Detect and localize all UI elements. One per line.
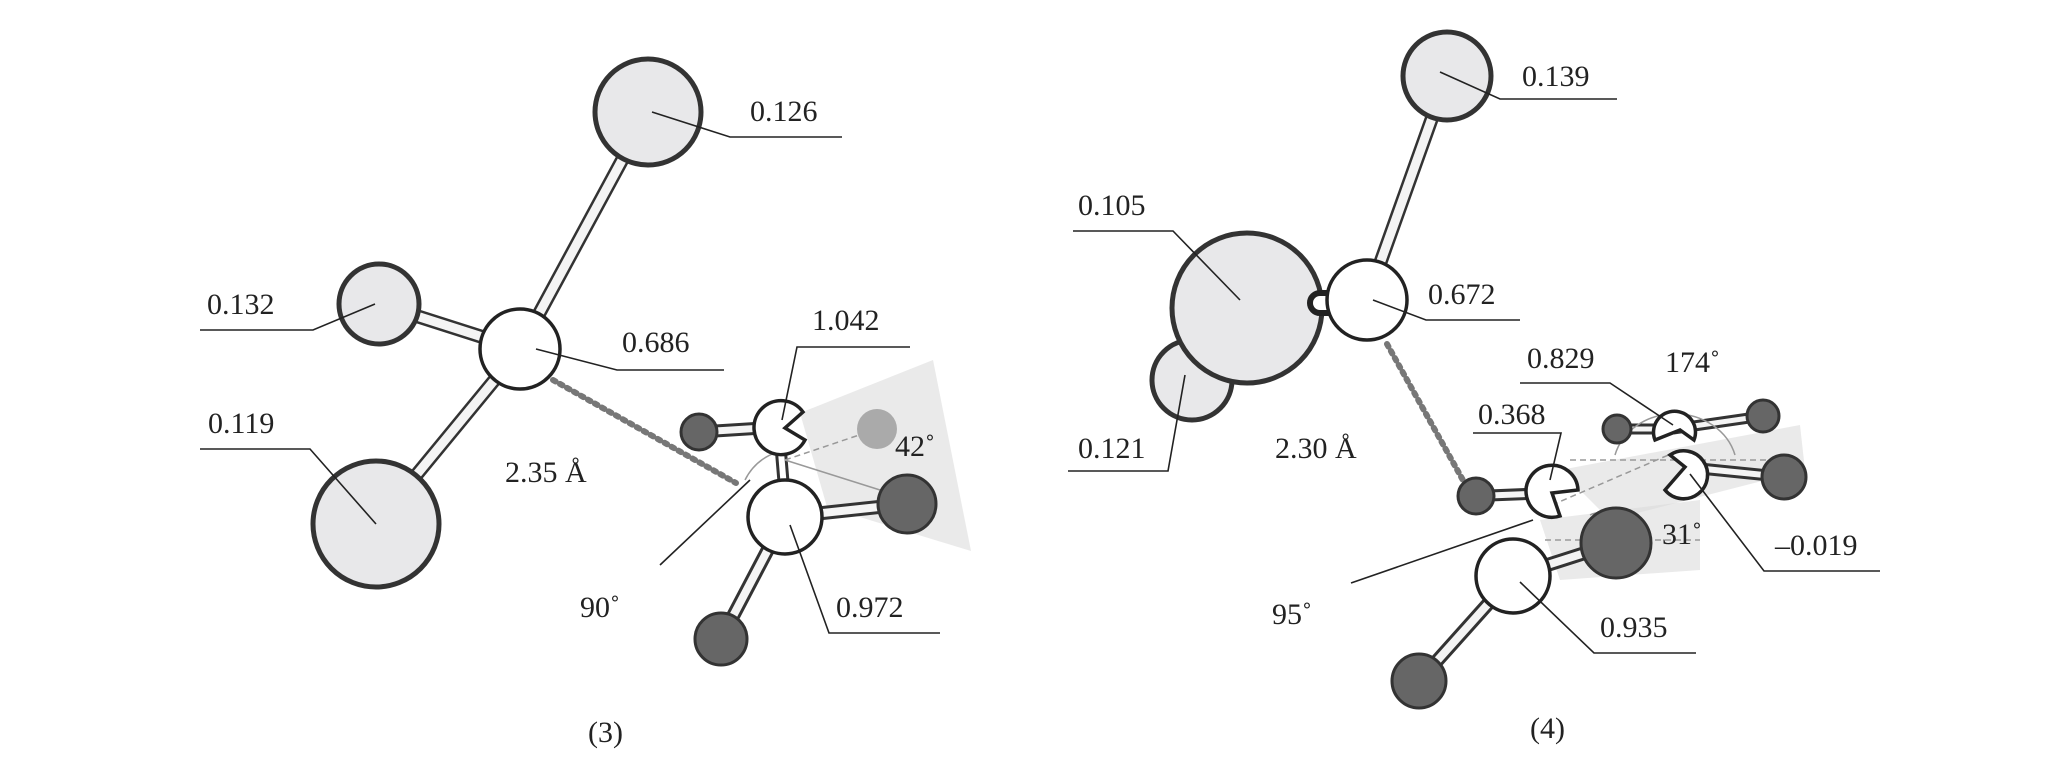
atom (1760, 453, 1808, 501)
atom (1169, 230, 1325, 386)
atom (1745, 398, 1781, 434)
distance-label: 2.35 Å (505, 456, 587, 489)
atom (592, 56, 704, 168)
charge-label: 0.126 (750, 95, 818, 128)
charge-label: 0.829 (1527, 342, 1595, 375)
charge-label: 0.132 (207, 288, 275, 321)
interaction-dotted-line (550, 377, 739, 486)
atom (1325, 258, 1409, 342)
atom (876, 473, 938, 535)
charge-label: 0.105 (1078, 189, 1146, 222)
charge-label: 0.935 (1600, 611, 1668, 644)
angle-label: 174˚ (1665, 346, 1720, 379)
charge-label: 0.672 (1428, 278, 1496, 311)
angle-label: 95˚ (1272, 598, 1312, 631)
charge-label: 0.368 (1478, 398, 1546, 431)
atom-faded (857, 409, 897, 449)
atom (1524, 463, 1580, 519)
angle-label: 90˚ (580, 591, 620, 624)
atom (1456, 476, 1496, 516)
charge-label: 0.686 (622, 326, 690, 359)
atom (746, 478, 824, 556)
charge-label: –0.019 (1774, 529, 1858, 562)
atom (752, 398, 808, 457)
charge-label: 0.121 (1078, 432, 1146, 465)
panel-3: 0.126 0.132 0.686 0.119 1.042 0.972 2.35… (200, 56, 971, 749)
angle-label: 42˚ (895, 430, 935, 463)
atom (1390, 652, 1448, 710)
atom (1579, 506, 1653, 580)
atom (1601, 413, 1633, 445)
atom (679, 412, 719, 452)
atom (336, 261, 422, 347)
interaction-dotted-line (1384, 341, 1472, 494)
atom (1474, 537, 1552, 615)
panel-caption: (4) (1530, 712, 1565, 745)
angle-label: 31˚ (1662, 518, 1702, 551)
atom (478, 307, 562, 391)
distance-label: 2.30 Å (1275, 432, 1357, 465)
panel-4: 0.139 0.105 0.121 0.672 0.368 0.829 –0.0… (1068, 29, 1880, 745)
atom (1662, 449, 1710, 501)
panel-caption: (3) (588, 716, 623, 749)
charge-label: 0.972 (836, 591, 904, 624)
charge-label: 1.042 (812, 304, 880, 337)
atom (693, 611, 749, 667)
charge-label: 0.119 (208, 407, 274, 440)
charge-label: 0.139 (1522, 60, 1590, 93)
